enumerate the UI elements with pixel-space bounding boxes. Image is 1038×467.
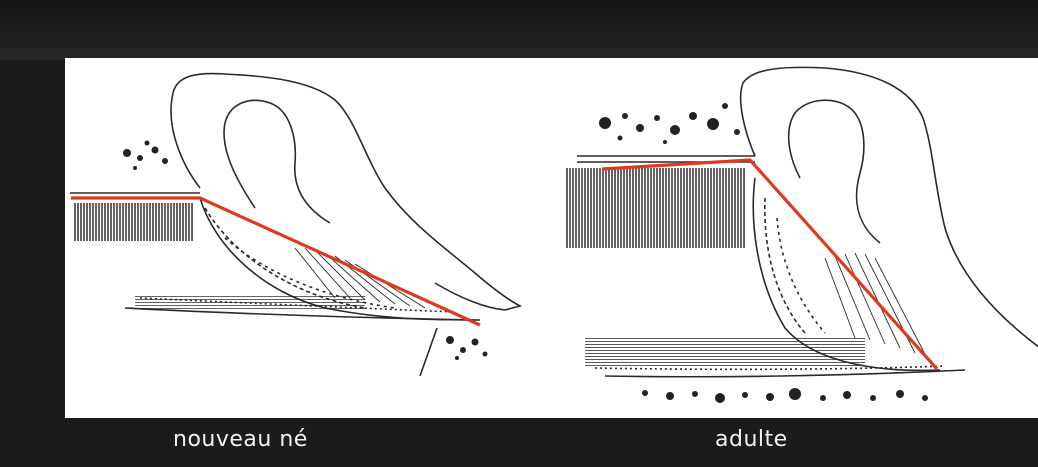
anatomical-drawings	[65, 58, 1038, 418]
caption-adult: adulte	[715, 427, 788, 452]
adult-auricle-outline	[741, 67, 1038, 348]
figure-panel	[65, 58, 1038, 418]
adult-floor-hatch	[585, 338, 865, 368]
top-bar	[0, 0, 1038, 60]
newborn-bone-block	[73, 203, 193, 241]
newborn-auricle-outline	[171, 74, 520, 310]
adult-drawing	[565, 67, 1038, 403]
adult-bone-block	[565, 168, 745, 248]
adult-concha-outline	[789, 100, 880, 243]
caption-newborn: nouveau né	[173, 427, 308, 452]
newborn-debris	[123, 141, 488, 361]
newborn-drawing	[70, 74, 520, 376]
newborn-concha-outline	[224, 100, 330, 223]
